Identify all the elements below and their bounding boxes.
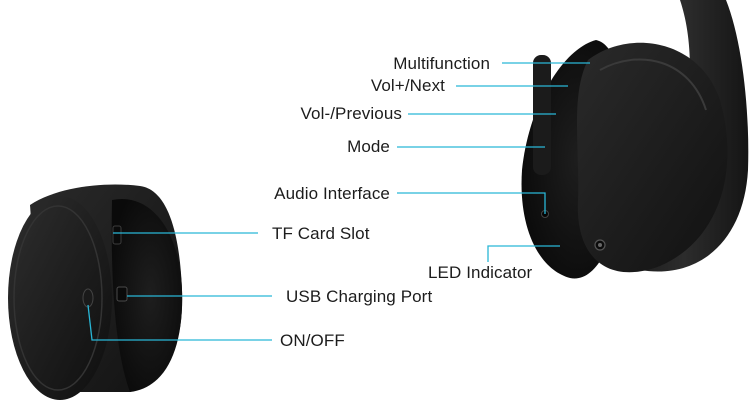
- control-strip: [533, 55, 551, 175]
- right-earcup: [521, 0, 749, 279]
- usb-port: [116, 286, 128, 302]
- label-usb-charging-port: USB Charging Port: [286, 287, 433, 306]
- leader-on-off: [87, 304, 272, 341]
- label-on-off: ON/OFF: [280, 331, 345, 350]
- label-tf-card-slot: TF Card Slot: [272, 224, 370, 243]
- left-outer-disc: [8, 196, 112, 400]
- leader-lines: [87, 62, 590, 341]
- label-vol-next: Vol+/Next: [370, 76, 445, 95]
- tf-card-slot-port: [112, 225, 122, 245]
- earcup-shell: [577, 42, 728, 273]
- label-vol-previous: Vol-/Previous: [300, 104, 402, 123]
- leader-audio-interface: [397, 192, 546, 214]
- label-audio-interface: Audio Interface: [274, 184, 390, 203]
- label-led-indicator: LED Indicator: [428, 263, 533, 282]
- left-earcup: [8, 184, 183, 400]
- label-mode: Mode: [347, 137, 390, 156]
- leader-led-indicator: [487, 245, 560, 262]
- label-multifunction: Multifunction: [393, 54, 490, 73]
- power-switch: [82, 288, 94, 308]
